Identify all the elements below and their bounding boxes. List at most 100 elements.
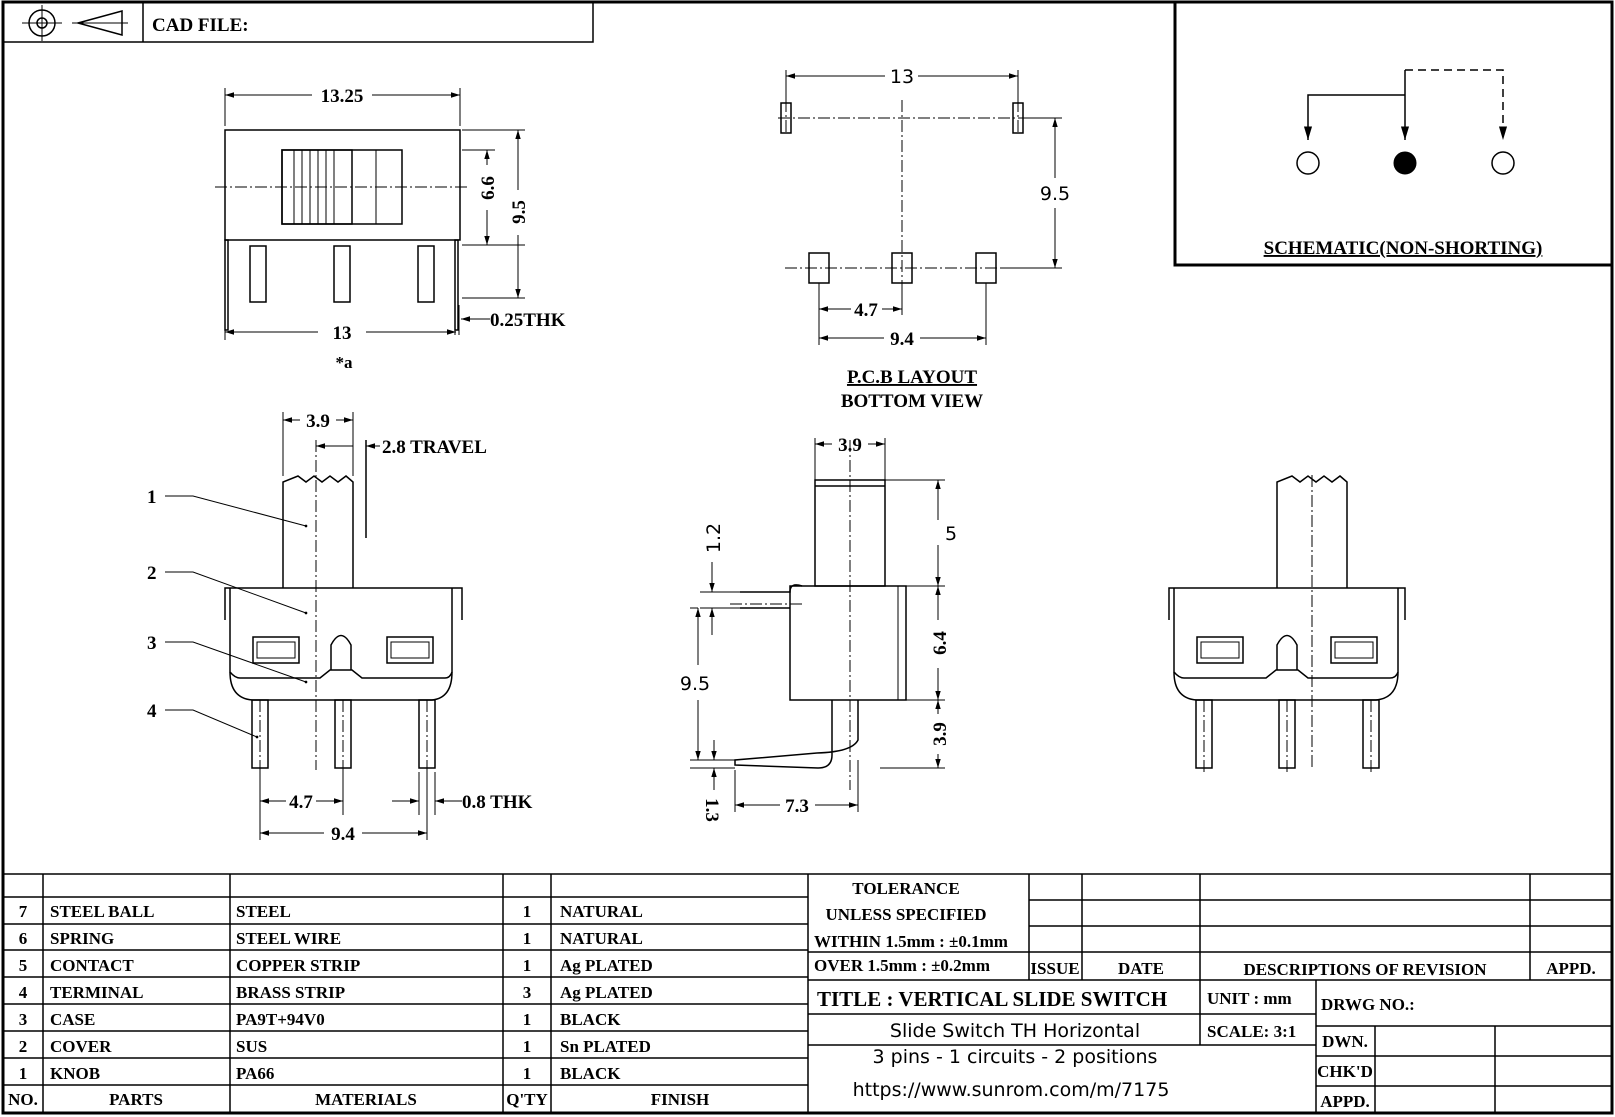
- pcb-row-offset-dim: 9.5: [1040, 183, 1070, 205]
- pcb-pitch-dim: 4.7: [854, 300, 878, 321]
- front-span-dim: 9.4: [331, 824, 355, 845]
- title-block: TITLE : VERTICAL SLIDE SWITCH UNIT : mm …: [817, 987, 1415, 1111]
- part-name: KNOB: [50, 1064, 100, 1083]
- header-block: CAD FILE:: [2, 1, 594, 43]
- part-number: 3: [19, 1010, 28, 1029]
- pins-info-text: 3 pins - 1 circuits - 2 positions: [873, 1046, 1158, 1068]
- subtitle-text: Slide Switch TH Horizontal: [890, 1020, 1140, 1042]
- part-qty: 3: [523, 983, 532, 1002]
- side-knob-width-dim: 3.9: [838, 435, 862, 456]
- callout-4: 4: [147, 701, 157, 722]
- terminal-open-right-icon: [1491, 151, 1515, 175]
- part-qty: 1: [523, 902, 532, 921]
- part-qty: 1: [523, 1037, 532, 1056]
- part-finish: BLACK: [560, 1010, 621, 1029]
- table-grid: [3, 873, 1612, 1113]
- part-finish: BLACK: [560, 1064, 621, 1083]
- approved-label: APPD.: [1320, 1092, 1370, 1111]
- front-pin-thickness-dim: 0.8 THK: [462, 792, 533, 813]
- pcb-layout-subtitle: BOTTOM VIEW: [841, 391, 983, 412]
- side-pin-height-dim: 3.9: [930, 722, 951, 746]
- part-number: 6: [19, 929, 28, 948]
- part-name: CONTACT: [50, 956, 134, 975]
- mount-pad-left: [780, 102, 792, 134]
- tolerance-line2: UNLESS SPECIFIED: [825, 905, 986, 924]
- side-mount-height-dim: 9.5: [680, 673, 710, 695]
- part-finish: NATURAL: [560, 902, 643, 921]
- schematic-block: SCHEMATIC(NON-SHORTING): [1173, 2, 1612, 267]
- part-finish: NATURAL: [560, 929, 643, 948]
- tolerance-block: TOLERANCE UNLESS SPECIFIED WITHIN 1.5mm …: [814, 879, 1008, 975]
- side-knob-height-dim: 5: [945, 523, 957, 545]
- tolerance-within: WITHIN 1.5mm : ±0.1mm: [814, 932, 1008, 951]
- part-qty: 1: [523, 1010, 532, 1029]
- part-finish: Ag PLATED: [560, 983, 653, 1002]
- part-qty: 1: [523, 929, 532, 948]
- unit-label: UNIT : mm: [1207, 989, 1292, 1008]
- parts-table-header: NO. PARTS MATERIALS Q'TY FINISH: [8, 1090, 709, 1109]
- side-view: 3.9 5 6.4 3.9 1.2 9.5 1.3 7.3: [680, 435, 957, 822]
- revision-block: ISSUE DATE DESCRIPTIONS OF REVISION APPD…: [1030, 959, 1595, 979]
- pcb-layout-title: P.C.B LAYOUT: [847, 367, 977, 388]
- revision-description: DESCRIPTIONS OF REVISION: [1243, 960, 1487, 979]
- revision-date: DATE: [1118, 959, 1164, 978]
- mount-pad-right: [1012, 102, 1024, 134]
- part-material: BRASS STRIP: [236, 983, 345, 1002]
- header-materials: MATERIALS: [315, 1090, 417, 1109]
- top-view: 13.25 6.6 9.5 13 0.25THK *a: [215, 86, 566, 372]
- scale-label: SCALE: 3:1: [1207, 1022, 1296, 1041]
- part-qty: 1: [523, 956, 532, 975]
- revision-issue: ISSUE: [1030, 959, 1079, 978]
- url-text: https://www.sunrom.com/m/7175: [853, 1079, 1170, 1101]
- front-travel-dim: 2.8 TRAVEL: [382, 437, 487, 458]
- part-finish: Ag PLATED: [560, 956, 653, 975]
- drawn-label: DWN.: [1322, 1032, 1368, 1051]
- side-foot-dim: 1.3: [701, 798, 722, 822]
- front-knob-width-dim: 3.9: [306, 411, 330, 432]
- front-pitch-dim: 4.7: [289, 792, 313, 813]
- side-pin-offset-dim: 7.3: [785, 796, 809, 817]
- top-thickness-dim: 0.25THK: [490, 310, 566, 331]
- part-material: STEEL WIRE: [236, 929, 341, 948]
- part-number: 1: [19, 1064, 28, 1083]
- callout-3: 3: [147, 633, 157, 654]
- revision-approved: APPD.: [1546, 959, 1596, 978]
- schematic-title: SCHEMATIC(NON-SHORTING): [1264, 238, 1543, 259]
- part-name: COVER: [50, 1037, 112, 1056]
- header-finish: FINISH: [651, 1090, 710, 1109]
- part-number: 4: [19, 983, 28, 1002]
- drawing-title: TITLE : VERTICAL SLIDE SWITCH: [817, 987, 1167, 1011]
- pcb-layout-view: 13 9.5 4.7 9.4 P.C.B LAYOUT BOTTOM VIEW: [778, 66, 1070, 412]
- header-parts: PARTS: [109, 1090, 163, 1109]
- front-view: 1 2 3 4 3.9 2.8 TRAVEL 4.7 0.8 THK 9.4: [147, 411, 533, 845]
- drawing-number-label: DRWG NO.:: [1321, 995, 1415, 1014]
- pcb-span-dim: 9.4: [890, 329, 914, 350]
- top-width-dim: 13.25: [321, 86, 364, 107]
- header-qty: Q'TY: [506, 1090, 548, 1109]
- side-body-height-dim: 6.4: [930, 631, 951, 655]
- part-material: COPPER STRIP: [236, 956, 360, 975]
- terminal-open-left-icon: [1296, 151, 1320, 175]
- projection-symbol-icon: [22, 5, 128, 41]
- terminal-common-icon: [1393, 151, 1417, 175]
- checked-label: CHK'D: [1317, 1062, 1373, 1081]
- pcb-mount-span-dim: 13: [890, 66, 914, 88]
- part-material: PA9T+94V0: [236, 1010, 325, 1029]
- tolerance-line1: TOLERANCE: [852, 879, 959, 898]
- tolerance-over: OVER 1.5mm : ±0.2mm: [814, 956, 990, 975]
- part-qty: 1: [523, 1064, 532, 1083]
- part-material: PA66: [236, 1064, 274, 1083]
- table-row: 1 KNOB PA66 1 BLACK: [19, 1064, 621, 1083]
- rear-view: [1168, 475, 1406, 772]
- cad-file-label: CAD FILE:: [152, 15, 249, 36]
- callout-2: 2: [147, 563, 157, 584]
- header-no: NO.: [8, 1090, 38, 1109]
